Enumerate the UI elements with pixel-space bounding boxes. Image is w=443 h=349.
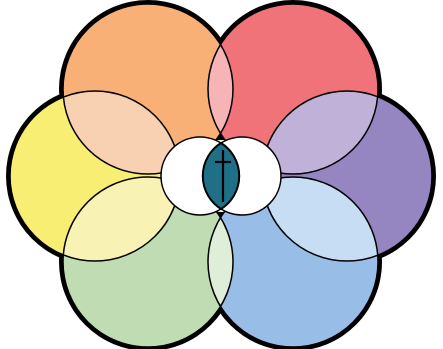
flower-emblem [0, 0, 443, 349]
flower-emblem-svg [0, 0, 443, 349]
